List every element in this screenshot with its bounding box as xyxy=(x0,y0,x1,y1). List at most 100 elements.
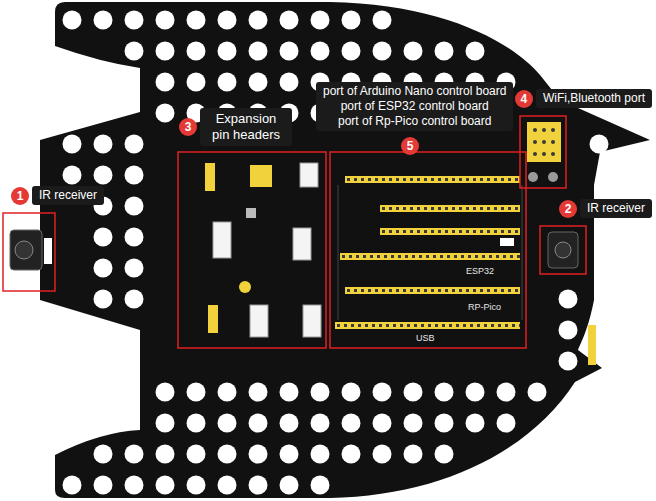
mounting-hole xyxy=(466,42,485,61)
mounting-hole xyxy=(311,11,330,30)
mounting-hole xyxy=(125,135,144,154)
mounting-hole xyxy=(373,445,392,464)
mounting-hole xyxy=(311,445,330,464)
pin-header xyxy=(246,208,256,218)
pin-holes xyxy=(382,230,520,233)
mounting-hole xyxy=(187,445,206,464)
mounting-hole xyxy=(218,73,237,92)
mounting-hole xyxy=(187,383,206,402)
mounting-hole xyxy=(156,42,175,61)
ir-body xyxy=(10,230,42,270)
wifi-port xyxy=(527,122,561,182)
mounting-hole xyxy=(187,414,206,433)
mounting-hole xyxy=(528,383,547,402)
mounting-hole xyxy=(404,445,423,464)
callout-label: IR receiver xyxy=(580,199,652,218)
mounting-hole xyxy=(156,383,175,402)
callout-label: port of Arduino Nano control boardport o… xyxy=(316,82,513,131)
pin-hole xyxy=(542,140,546,144)
mounting-hole xyxy=(497,383,516,402)
callout-number: 3 xyxy=(179,118,197,136)
pin-header xyxy=(380,205,520,212)
pin-header xyxy=(340,253,520,260)
mounting-hole xyxy=(218,414,237,433)
mounting-hole xyxy=(280,383,299,402)
pin-holes xyxy=(382,207,520,210)
pin-header xyxy=(380,228,520,235)
mounting-hole xyxy=(311,414,330,433)
pin-hole xyxy=(542,152,546,156)
logo xyxy=(239,281,251,293)
connector xyxy=(293,228,311,260)
label-text: IR receiver xyxy=(587,201,645,216)
pin-header-rows xyxy=(335,176,522,329)
highlight-frame xyxy=(3,213,55,291)
board-silkscreen: ESP32 xyxy=(466,266,494,277)
board-trace xyxy=(338,185,339,320)
label-text: port of Rp-Pico control board xyxy=(323,114,506,129)
mounting-hole xyxy=(125,259,144,278)
connector xyxy=(250,305,268,337)
mounting-hole xyxy=(94,290,113,309)
mounting-hole xyxy=(125,290,144,309)
mounting-hole xyxy=(187,11,206,30)
mounting-hole xyxy=(497,414,516,433)
label-text: 4 xyxy=(515,90,533,108)
pin-header xyxy=(345,176,520,183)
pin-header xyxy=(335,322,520,329)
mounting-hole xyxy=(94,166,113,185)
pin-holes xyxy=(337,324,520,327)
mounting-hole xyxy=(311,42,330,61)
mounting-hole xyxy=(435,414,454,433)
mounting-hole xyxy=(156,476,175,495)
highlight-frame xyxy=(540,226,586,274)
pin-hole xyxy=(533,140,537,144)
mounting-hole xyxy=(94,135,113,154)
mounting-hole xyxy=(63,476,82,495)
mounting-hole xyxy=(373,11,392,30)
ir-receiver-left xyxy=(10,230,52,270)
mounting-hole xyxy=(156,445,175,464)
mounting-hole xyxy=(94,228,113,247)
mounting-hole xyxy=(187,42,206,61)
mounting-hole xyxy=(280,476,299,495)
callout-number: 1 xyxy=(11,187,29,205)
mounting-hole xyxy=(280,414,299,433)
mounting-hole xyxy=(249,414,268,433)
mounting-hole xyxy=(559,290,578,309)
pin-holes xyxy=(347,178,520,181)
board-trace xyxy=(522,185,523,320)
label-text: 2 xyxy=(559,200,577,218)
pin-header xyxy=(588,325,596,365)
ir-body xyxy=(548,232,578,268)
mounting-hole xyxy=(249,476,268,495)
pin-hole xyxy=(542,128,546,132)
mounting-hole xyxy=(125,445,144,464)
mounting-hole xyxy=(435,445,454,464)
callout-number: 2 xyxy=(559,200,577,218)
highlight-frame xyxy=(520,116,566,188)
label-text: 3 xyxy=(179,118,197,136)
mounting-hole xyxy=(218,445,237,464)
board-outline xyxy=(40,2,650,498)
mounting-hole xyxy=(249,445,268,464)
mounting-hole xyxy=(280,73,299,92)
mounting-hole xyxy=(342,383,361,402)
mounting-hole xyxy=(249,42,268,61)
mounting-hole xyxy=(94,11,113,30)
ir-dome xyxy=(555,242,571,258)
mounting-hole xyxy=(63,135,82,154)
mounting-hole xyxy=(125,228,144,247)
mounting-hole xyxy=(94,445,113,464)
mounting-hole xyxy=(125,476,144,495)
pin-header xyxy=(527,122,561,162)
mounting-hole xyxy=(249,383,268,402)
label-text: WiFi,Bluetooth port xyxy=(543,91,645,106)
callout-number: 5 xyxy=(401,137,419,155)
pin-header xyxy=(345,287,520,294)
screw xyxy=(548,172,558,182)
mounting-hole xyxy=(404,383,423,402)
mounting-hole xyxy=(559,352,578,371)
